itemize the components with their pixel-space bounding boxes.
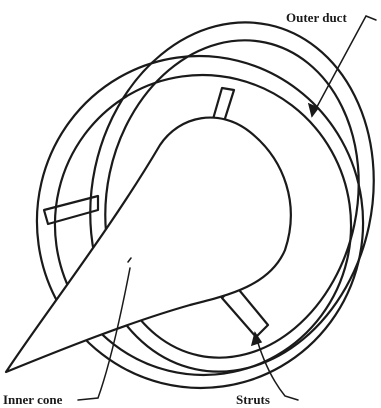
struts-label: Struts	[236, 392, 270, 407]
struts-leader	[255, 333, 298, 400]
outer-duct-label: Outer duct	[286, 10, 347, 25]
inner-cone-outline	[6, 118, 291, 372]
inner-cone	[6, 118, 291, 372]
outer-duct-leader	[312, 16, 376, 116]
inner-cone-label: Inner cone	[3, 392, 63, 407]
